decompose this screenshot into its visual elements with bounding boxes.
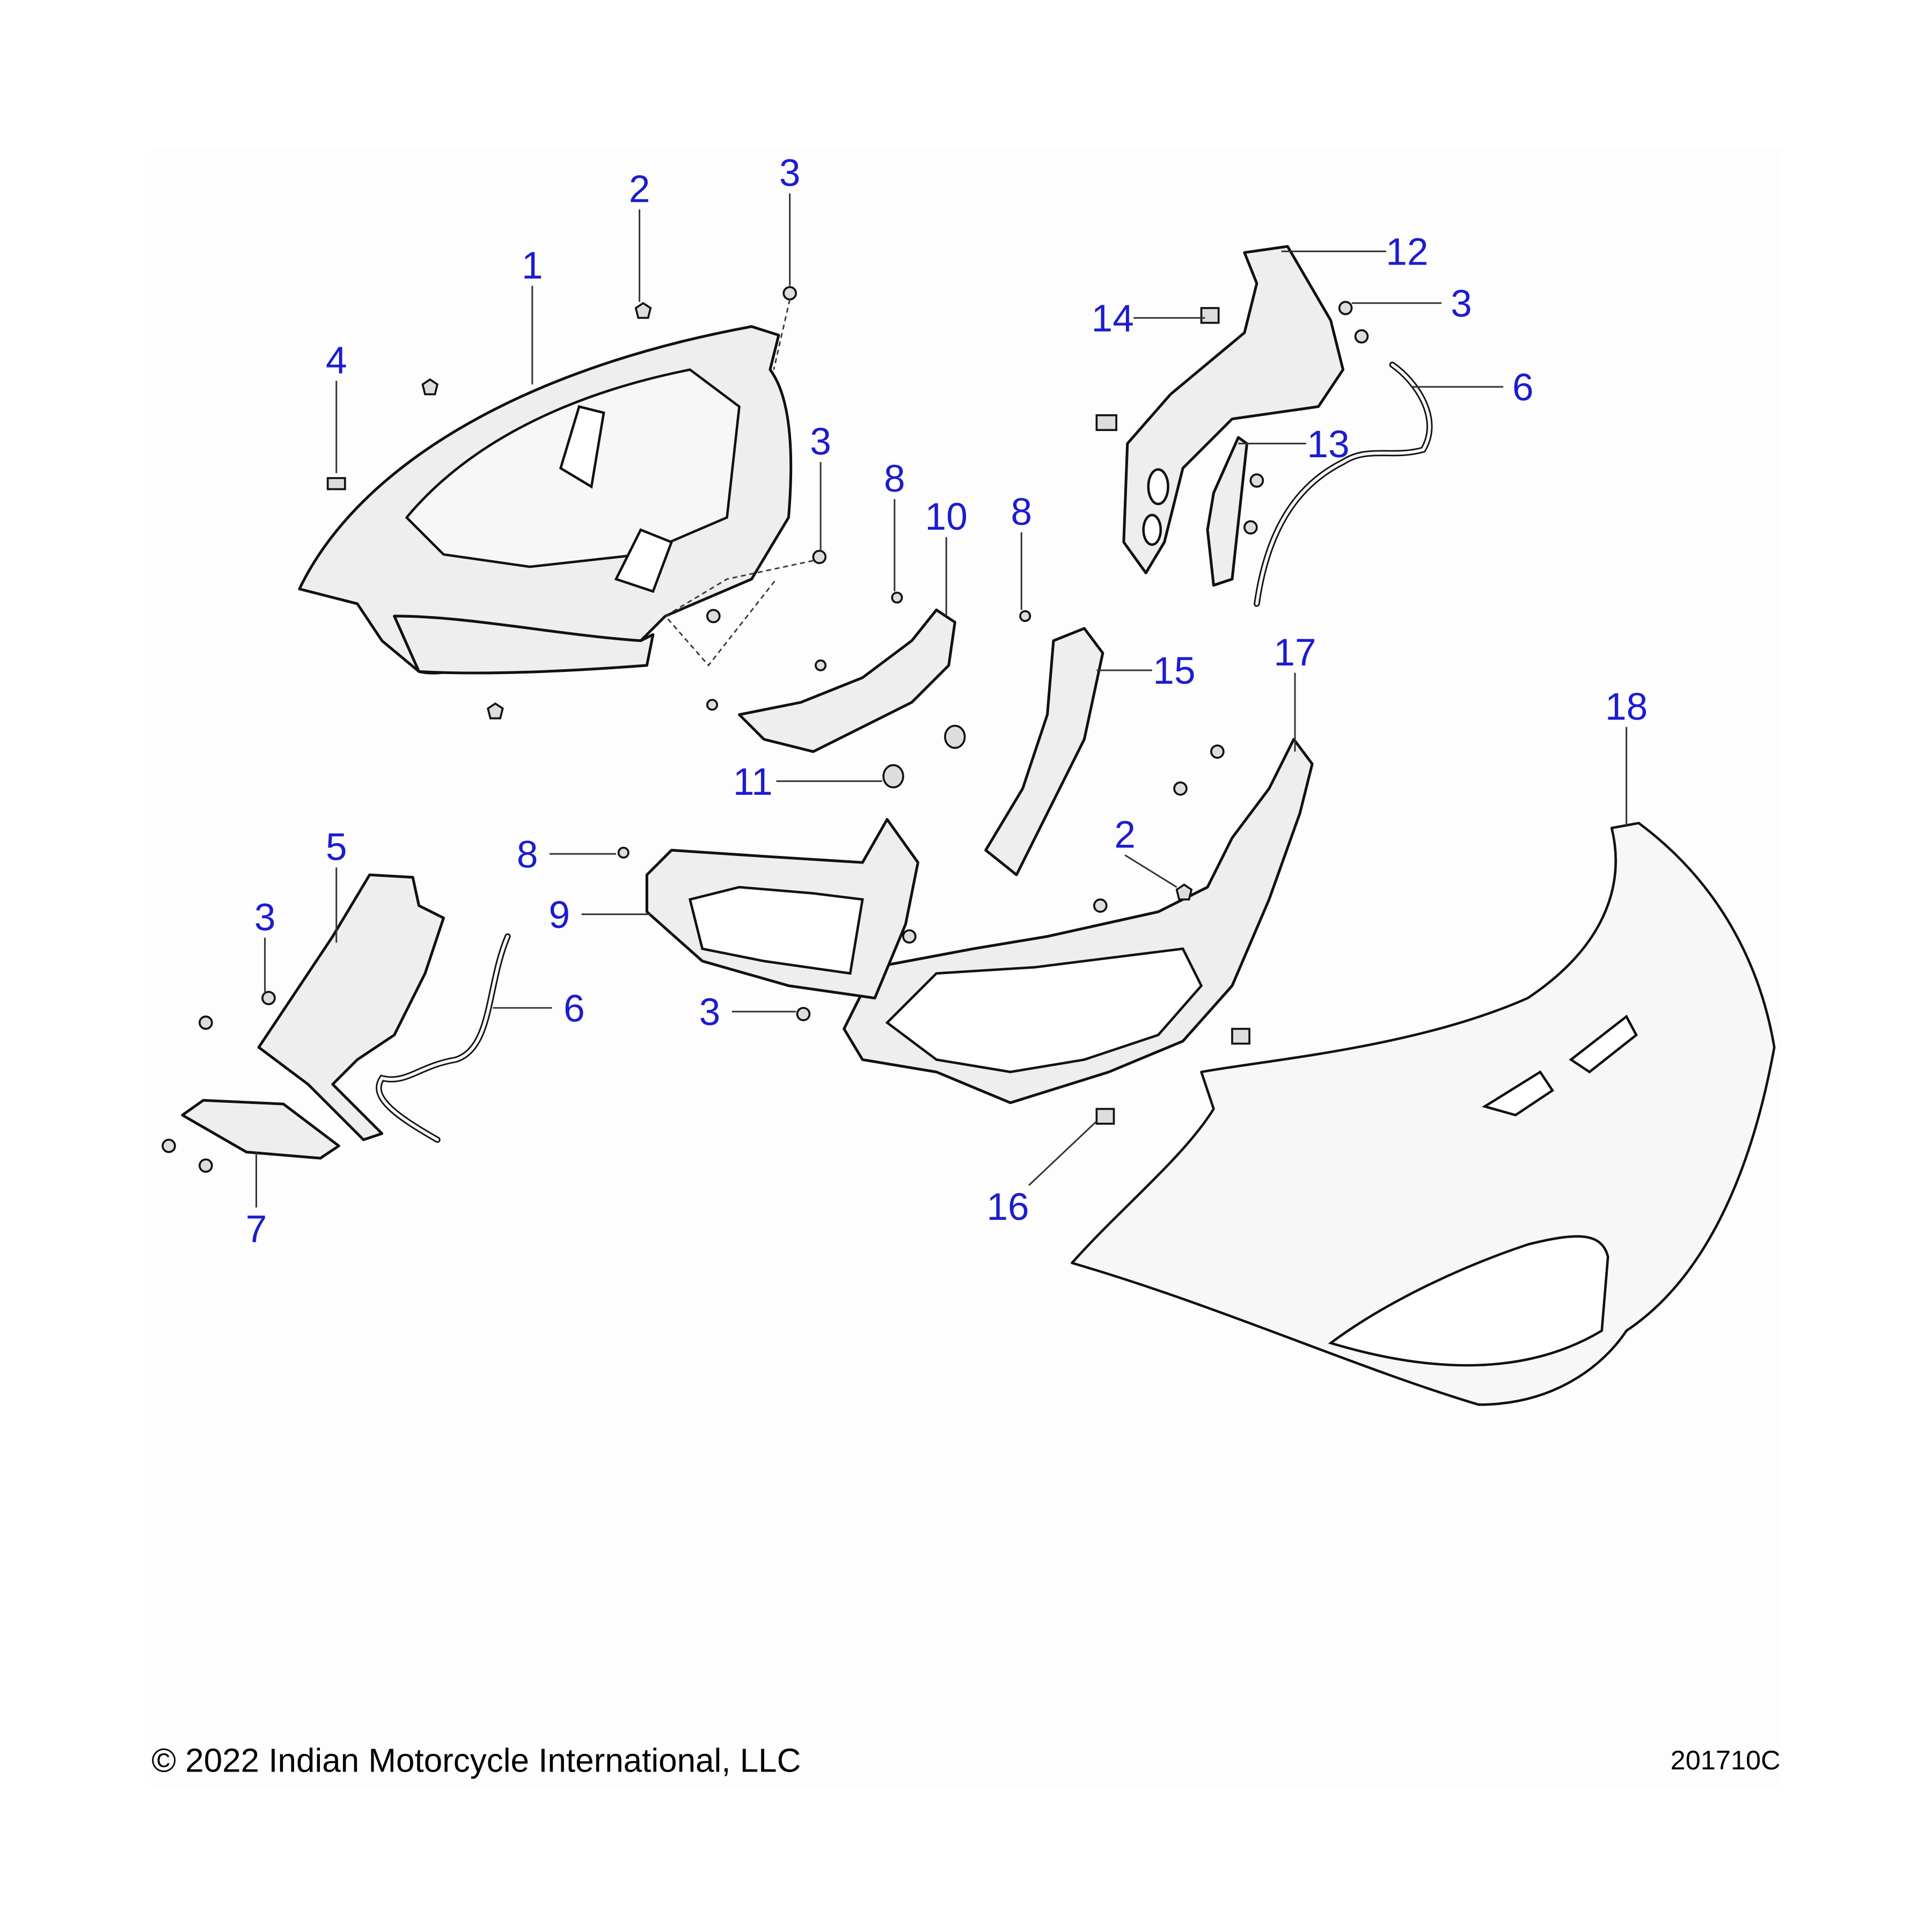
part-16-clip	[1095, 1108, 1115, 1125]
part-6-seal-lower	[376, 933, 511, 1143]
callout-8: 8	[1011, 491, 1033, 533]
callout-5: 5	[326, 826, 347, 869]
pad-icon	[326, 477, 346, 491]
screw-icon	[199, 1158, 213, 1173]
screw-icon	[1243, 520, 1258, 535]
screw-icon	[706, 609, 721, 624]
callout-15: 15	[1153, 650, 1195, 692]
callout-18: 18	[1605, 686, 1648, 728]
callout-11: 11	[733, 761, 773, 803]
clip-icon	[1231, 1028, 1250, 1045]
part-6-seal-upper	[1254, 361, 1433, 607]
callout-3: 3	[779, 152, 801, 195]
part-11-grommet	[882, 764, 904, 788]
callout-4: 4	[326, 340, 347, 382]
part-17-inner-panel	[843, 738, 1314, 1104]
screw-icon	[796, 1007, 811, 1021]
part-9-vent-trim	[645, 818, 919, 1000]
callout-7: 7	[246, 1208, 267, 1250]
callout-10: 10	[925, 496, 968, 538]
screw-icon	[1338, 301, 1353, 316]
callout-3: 3	[810, 421, 831, 463]
nut-icon	[1175, 883, 1193, 901]
grommet-icon	[944, 724, 966, 749]
screw-icon	[812, 550, 827, 565]
callout-16: 16	[986, 1186, 1029, 1228]
screw-icon	[261, 991, 276, 1006]
screw-icon	[782, 286, 797, 301]
screw-icon	[902, 929, 917, 944]
screw-icon	[706, 699, 719, 711]
drawing-number: 201710C	[1671, 1745, 1781, 1775]
callout-3: 3	[1451, 283, 1472, 325]
part-13-bracket	[1206, 436, 1248, 587]
callout-14: 14	[1092, 298, 1134, 340]
part-12-bracket	[1122, 245, 1345, 575]
callout-12: 12	[1386, 231, 1428, 274]
pad-icon	[1095, 414, 1117, 431]
part-1-inner-fairing	[298, 325, 793, 675]
part-14-pad	[1200, 307, 1220, 324]
part-10-bracket	[738, 608, 956, 753]
callout-8: 8	[517, 833, 538, 876]
screw-icon	[1173, 781, 1188, 796]
callout-8: 8	[884, 458, 905, 500]
screw-icon	[199, 1015, 213, 1030]
screw-icon	[1019, 610, 1031, 622]
part-7-cover	[181, 1099, 340, 1160]
screw-icon	[1210, 744, 1225, 759]
callout-13: 13	[1307, 423, 1349, 466]
screw-icon	[1249, 473, 1264, 488]
callout-9: 9	[549, 894, 570, 936]
screw-icon	[162, 1138, 176, 1153]
screw-icon	[891, 591, 903, 604]
callout-3: 3	[254, 896, 276, 939]
callout-17: 17	[1274, 632, 1316, 674]
screw-icon	[1354, 329, 1369, 344]
part-15-duct	[984, 627, 1104, 876]
part-18-outer-fairing	[1071, 822, 1776, 1406]
nut-icon	[421, 378, 439, 396]
leader-lines	[255, 193, 1628, 1208]
nut-icon	[634, 302, 652, 319]
nut-icon	[487, 702, 504, 720]
callout-6: 6	[564, 987, 585, 1030]
callout-2: 2	[1114, 814, 1136, 857]
callout-labels: 1 2 3 4 3 8 10 8 12 3 14 6 13 15 17 18 1…	[246, 152, 1648, 1251]
callout-1: 1	[522, 245, 543, 287]
screw-icon	[1093, 898, 1108, 913]
callout-2: 2	[629, 169, 650, 211]
screw-icon	[617, 846, 630, 859]
callout-6: 6	[1512, 367, 1534, 409]
screw-icon	[815, 659, 827, 671]
part-5-lower-bracket	[257, 873, 445, 1141]
callout-3: 3	[699, 991, 721, 1034]
copyright-text: © 2022 Indian Motorcycle International, …	[151, 1743, 801, 1780]
